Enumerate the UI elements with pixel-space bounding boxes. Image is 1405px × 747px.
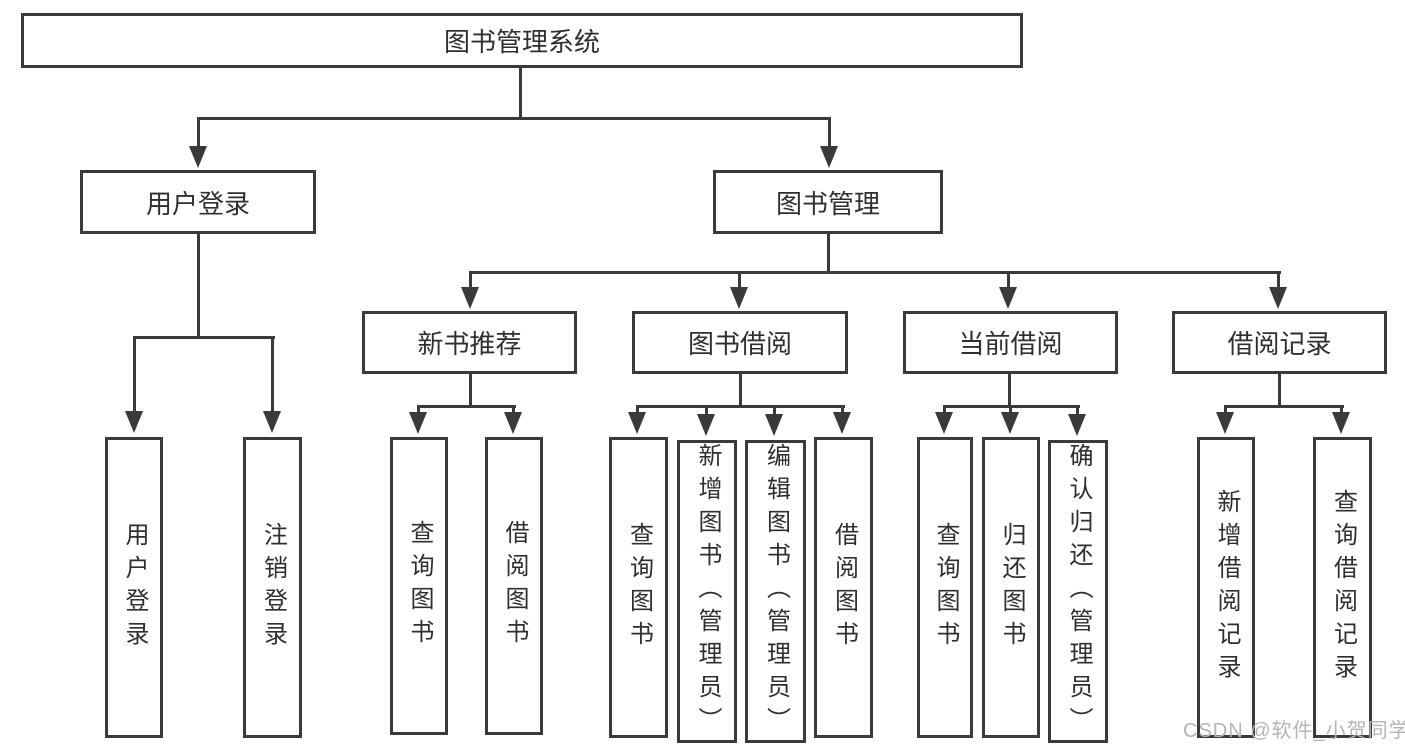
node-current-borrow: 当前借阅 — [903, 311, 1118, 374]
leaf-borrow-edit-admin: 编辑图书（管理员） — [745, 440, 806, 743]
node-book-borrow-label: 图书借阅 — [687, 329, 792, 359]
connector-line — [271, 339, 274, 411]
connector-line — [739, 374, 742, 407]
connector-line — [197, 120, 200, 148]
connector-line — [469, 374, 472, 407]
arrow-down-icon — [833, 412, 851, 434]
connector-line — [197, 234, 200, 338]
connector-line — [417, 405, 516, 408]
arrow-down-icon — [263, 411, 281, 433]
leaf-borrow-edit-admin-label: 编辑图书（管理员） — [762, 443, 790, 740]
connector-line — [827, 234, 830, 273]
arrow-down-icon — [1068, 414, 1086, 436]
leaf-borrow-add-admin-label: 新增图书（管理员） — [694, 443, 721, 740]
leaf-current-confirm-admin: 确认归还（管理员） — [1048, 440, 1108, 743]
arrow-down-icon — [1001, 412, 1019, 434]
connector-line — [519, 68, 522, 119]
connector-line — [469, 274, 472, 287]
leaf-user-login-label: 用户登录 — [121, 521, 148, 654]
leaf-borrow-add-admin: 新增图书（管理员） — [677, 440, 737, 743]
connector-line — [773, 408, 776, 415]
connector-line — [1008, 374, 1011, 407]
connector-line — [1278, 374, 1281, 407]
arrow-down-icon — [1216, 412, 1234, 434]
arrow-down-icon — [189, 146, 207, 168]
arrow-down-icon — [820, 146, 838, 168]
arrow-down-icon — [1269, 287, 1287, 309]
arrow-down-icon — [461, 287, 479, 309]
leaf-record-query-label: 查询借阅记录 — [1329, 488, 1357, 687]
connector-line — [469, 271, 1281, 274]
arrow-down-icon — [504, 412, 522, 434]
leaf-record-add: 新增借阅记录 — [1197, 437, 1255, 738]
arrow-down-icon — [730, 287, 748, 309]
node-book-management: 图书管理 — [713, 170, 943, 234]
connector-line — [133, 336, 275, 339]
arrow-down-icon — [628, 412, 646, 434]
node-new-book-recommend-label: 新书推荐 — [417, 329, 522, 359]
leaf-logout-label: 注销登录 — [259, 521, 287, 654]
leaf-newbook-borrow-label: 借阅图书 — [501, 520, 528, 652]
arrow-down-icon — [999, 287, 1017, 309]
leaf-logout: 注销登录 — [243, 437, 302, 738]
leaf-current-query: 查询图书 — [917, 437, 973, 738]
connector-line — [943, 405, 1080, 408]
connector-line — [738, 274, 741, 287]
connector-line — [828, 120, 831, 148]
leaf-current-query-label: 查询图书 — [932, 521, 959, 654]
leaf-borrow-query: 查询图书 — [609, 437, 668, 738]
node-root-label: 图书管理系统 — [443, 27, 600, 57]
connector-line — [197, 117, 831, 120]
connector-line — [1007, 274, 1010, 287]
connector-line — [512, 408, 515, 413]
arrow-down-icon — [697, 414, 715, 436]
connector-line — [1224, 405, 1344, 408]
leaf-user-login: 用户登录 — [105, 437, 163, 738]
leaf-current-return-label: 归还图书 — [998, 521, 1025, 654]
watermark: CSDN @软件_小贺同学 — [1183, 720, 1405, 742]
node-book-borrow: 图书借阅 — [632, 311, 848, 374]
leaf-borrow-query-label: 查询图书 — [625, 521, 653, 654]
connector-line — [1224, 408, 1227, 413]
connector-line — [943, 408, 946, 413]
node-borrow-record: 借阅记录 — [1172, 311, 1387, 374]
node-book-management-label: 图书管理 — [775, 188, 880, 219]
arrow-down-icon — [1332, 412, 1350, 434]
arrow-down-icon — [935, 412, 953, 434]
node-current-borrow-label: 当前借阅 — [958, 329, 1063, 359]
node-root: 图书管理系统 — [21, 13, 1023, 68]
connector-line — [1076, 408, 1079, 415]
arrow-down-icon — [409, 412, 427, 434]
node-user-login: 用户登录 — [80, 170, 316, 234]
node-borrow-record-label: 借阅记录 — [1227, 329, 1332, 359]
connector-line — [133, 339, 136, 411]
arrow-down-icon — [765, 414, 783, 436]
node-new-book-recommend: 新书推荐 — [362, 311, 577, 374]
connector-line — [1340, 408, 1343, 413]
leaf-current-return: 归还图书 — [982, 437, 1040, 738]
leaf-newbook-query: 查询图书 — [390, 437, 448, 735]
leaf-record-query: 查询借阅记录 — [1313, 437, 1372, 738]
leaf-newbook-query-label: 查询图书 — [406, 520, 433, 652]
connector-line — [636, 408, 639, 413]
connector-line — [705, 408, 708, 415]
leaf-record-add-label: 新增借阅记录 — [1213, 488, 1240, 687]
leaf-borrow-book: 借阅图书 — [814, 437, 873, 738]
connector-line — [1277, 274, 1280, 287]
leaf-current-confirm-admin-label: 确认归还（管理员） — [1065, 443, 1092, 740]
arrow-down-icon — [125, 411, 143, 433]
node-user-login-label: 用户登录 — [145, 188, 250, 219]
leaf-borrow-book-label: 借阅图书 — [830, 521, 858, 654]
connector-line — [841, 408, 844, 413]
connector-line — [636, 405, 845, 408]
leaf-newbook-borrow: 借阅图书 — [485, 437, 543, 735]
connector-line — [1009, 408, 1012, 413]
connector-line — [417, 408, 420, 413]
